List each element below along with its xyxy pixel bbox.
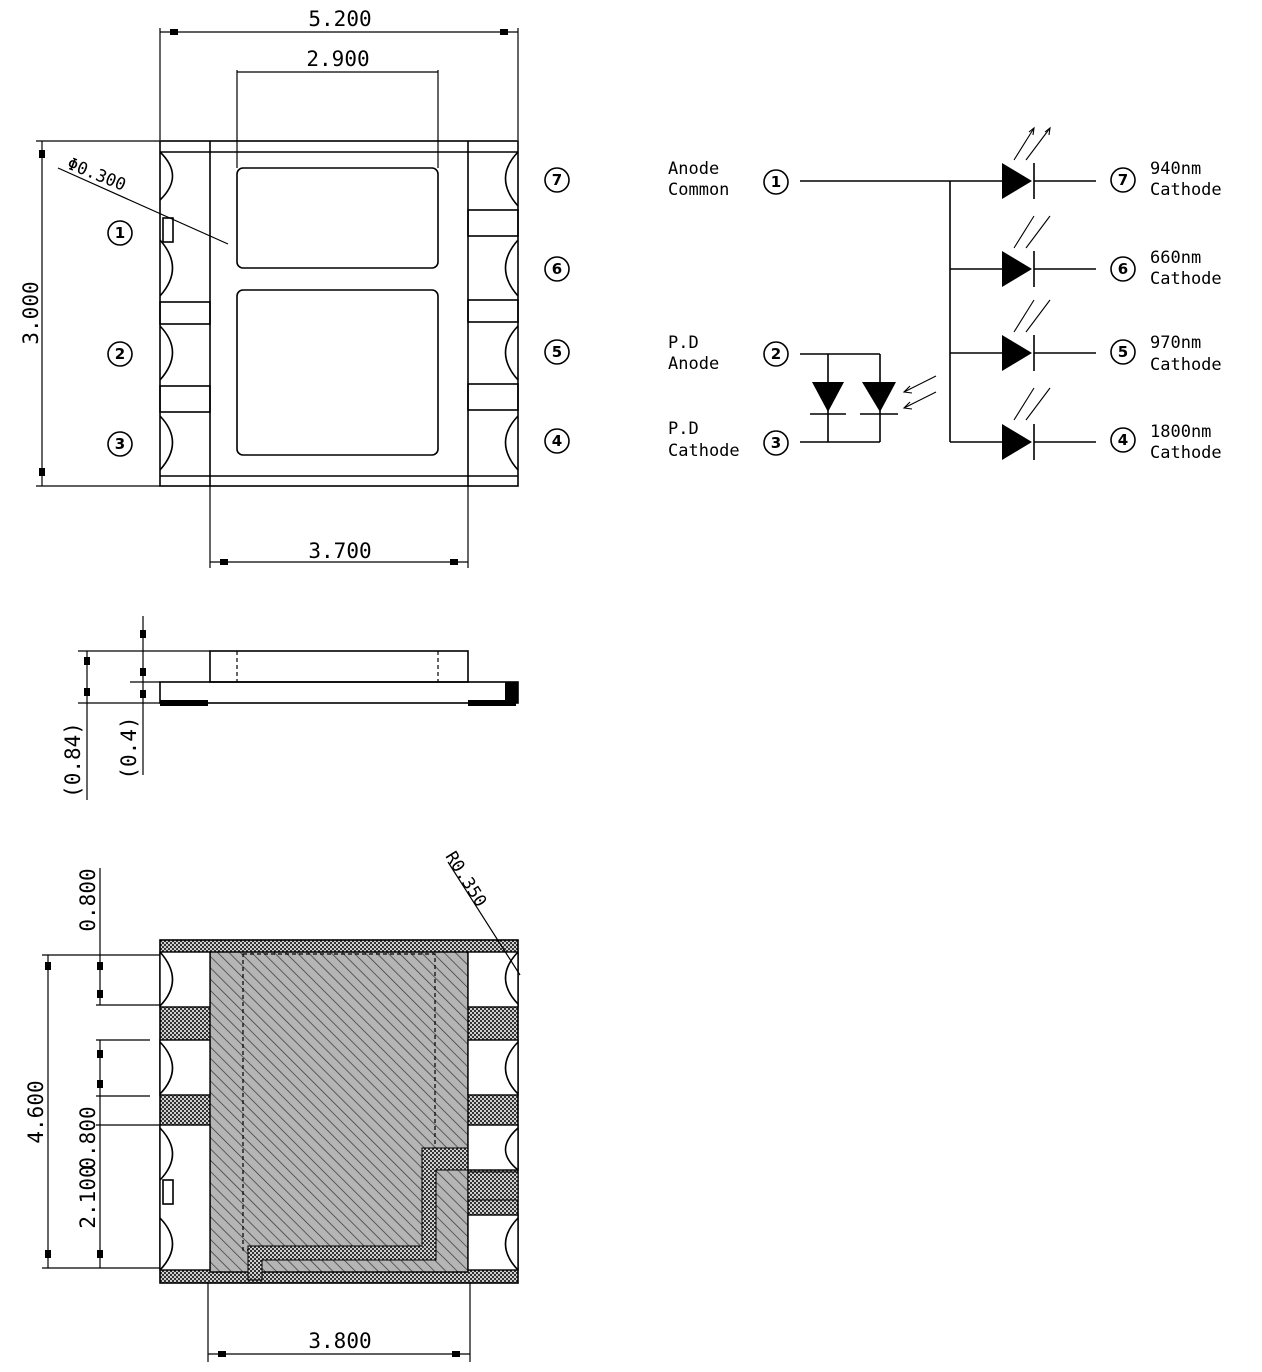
- svg-text:Cathode: Cathode: [668, 441, 740, 461]
- svg-text:Anode: Anode: [668, 354, 719, 374]
- schematic-pin-1: 1: [763, 169, 789, 195]
- side-view: (0.84) (0.4): [61, 616, 519, 800]
- led-970-wavelength: 970nm: [1150, 333, 1201, 353]
- svg-text:6: 6: [1118, 260, 1128, 278]
- svg-text:Cathode: Cathode: [1150, 180, 1222, 200]
- pin-label-5: 5: [544, 339, 570, 365]
- svg-text:2: 2: [771, 345, 781, 363]
- dim-total-height: (0.84): [61, 722, 85, 798]
- led-1800: 4 1800nm Cathode: [950, 387, 1222, 463]
- svg-text:3: 3: [771, 434, 781, 452]
- svg-text:2: 2: [115, 345, 125, 363]
- dim-bottom-pitch: 0.800: [76, 868, 100, 931]
- svg-text:Cathode: Cathode: [1150, 443, 1222, 463]
- dim-pad-width: 2.900: [306, 47, 369, 71]
- photodiode-pair: [800, 353, 937, 443]
- schematic: Anode Common 1 7 940nm Cathode: [668, 126, 1222, 463]
- dim-bottom-pad: 2.100: [76, 1165, 100, 1228]
- left-castellations: [159, 151, 211, 471]
- pin-label-6: 6: [544, 256, 570, 282]
- svg-text:7: 7: [552, 171, 562, 189]
- led-940-wavelength: 940nm: [1150, 159, 1201, 179]
- svg-text:1: 1: [771, 173, 781, 191]
- pin-label-3: 3: [107, 431, 133, 457]
- svg-text:3: 3: [115, 435, 125, 453]
- svg-text:6: 6: [552, 260, 562, 278]
- svg-text:Cathode: Cathode: [1150, 269, 1222, 289]
- led-1800-wavelength: 1800nm: [1150, 422, 1211, 442]
- pin-label-7: 7: [544, 167, 570, 193]
- led-940: 7 940nm Cathode: [950, 126, 1222, 200]
- svg-text:7: 7: [1118, 171, 1128, 189]
- svg-text:Cathode: Cathode: [1150, 355, 1222, 375]
- dim-hole-diameter: Φ0.300: [64, 154, 128, 196]
- schematic-pin-3: 3: [763, 430, 789, 456]
- pin-label-2: 2: [107, 341, 133, 367]
- svg-text:5: 5: [552, 343, 562, 361]
- svg-text:4: 4: [1118, 431, 1128, 449]
- anode-common-label: Anode: [668, 159, 719, 179]
- bottom-view: R0.350 4.600 0.800 0.800 2.100 3.800: [24, 848, 521, 1362]
- top-view: 5.200 2.900: [19, 7, 570, 568]
- right-castellations: [467, 151, 519, 471]
- schematic-pin-2: 2: [763, 341, 789, 367]
- led-660-wavelength: 660nm: [1150, 248, 1201, 268]
- dim-bottom-height: 4.600: [24, 1080, 48, 1143]
- dim-bottom-pitch-2: 0.800: [76, 1106, 100, 1169]
- svg-text:1: 1: [115, 224, 125, 242]
- pd-cathode-label: P.D: [668, 419, 699, 439]
- dim-board-height: (0.4): [117, 716, 141, 779]
- svg-text:4: 4: [552, 432, 562, 450]
- pin-label-4: 4: [544, 428, 570, 454]
- dim-height: 3.000: [19, 281, 43, 344]
- dim-radius: R0.350: [441, 848, 491, 911]
- pd-anode-label: P.D: [668, 333, 699, 353]
- pin-label-1: 1: [107, 220, 133, 246]
- svg-text:Common: Common: [668, 180, 729, 200]
- led-660: 6 660nm Cathode: [950, 215, 1222, 289]
- dim-total-width: 5.200: [308, 7, 371, 31]
- led-970: 5 970nm Cathode: [950, 299, 1222, 375]
- svg-text:5: 5: [1118, 343, 1128, 361]
- dim-bottom-width: 3.800: [308, 1329, 371, 1353]
- dim-inner-width: 3.700: [308, 539, 371, 563]
